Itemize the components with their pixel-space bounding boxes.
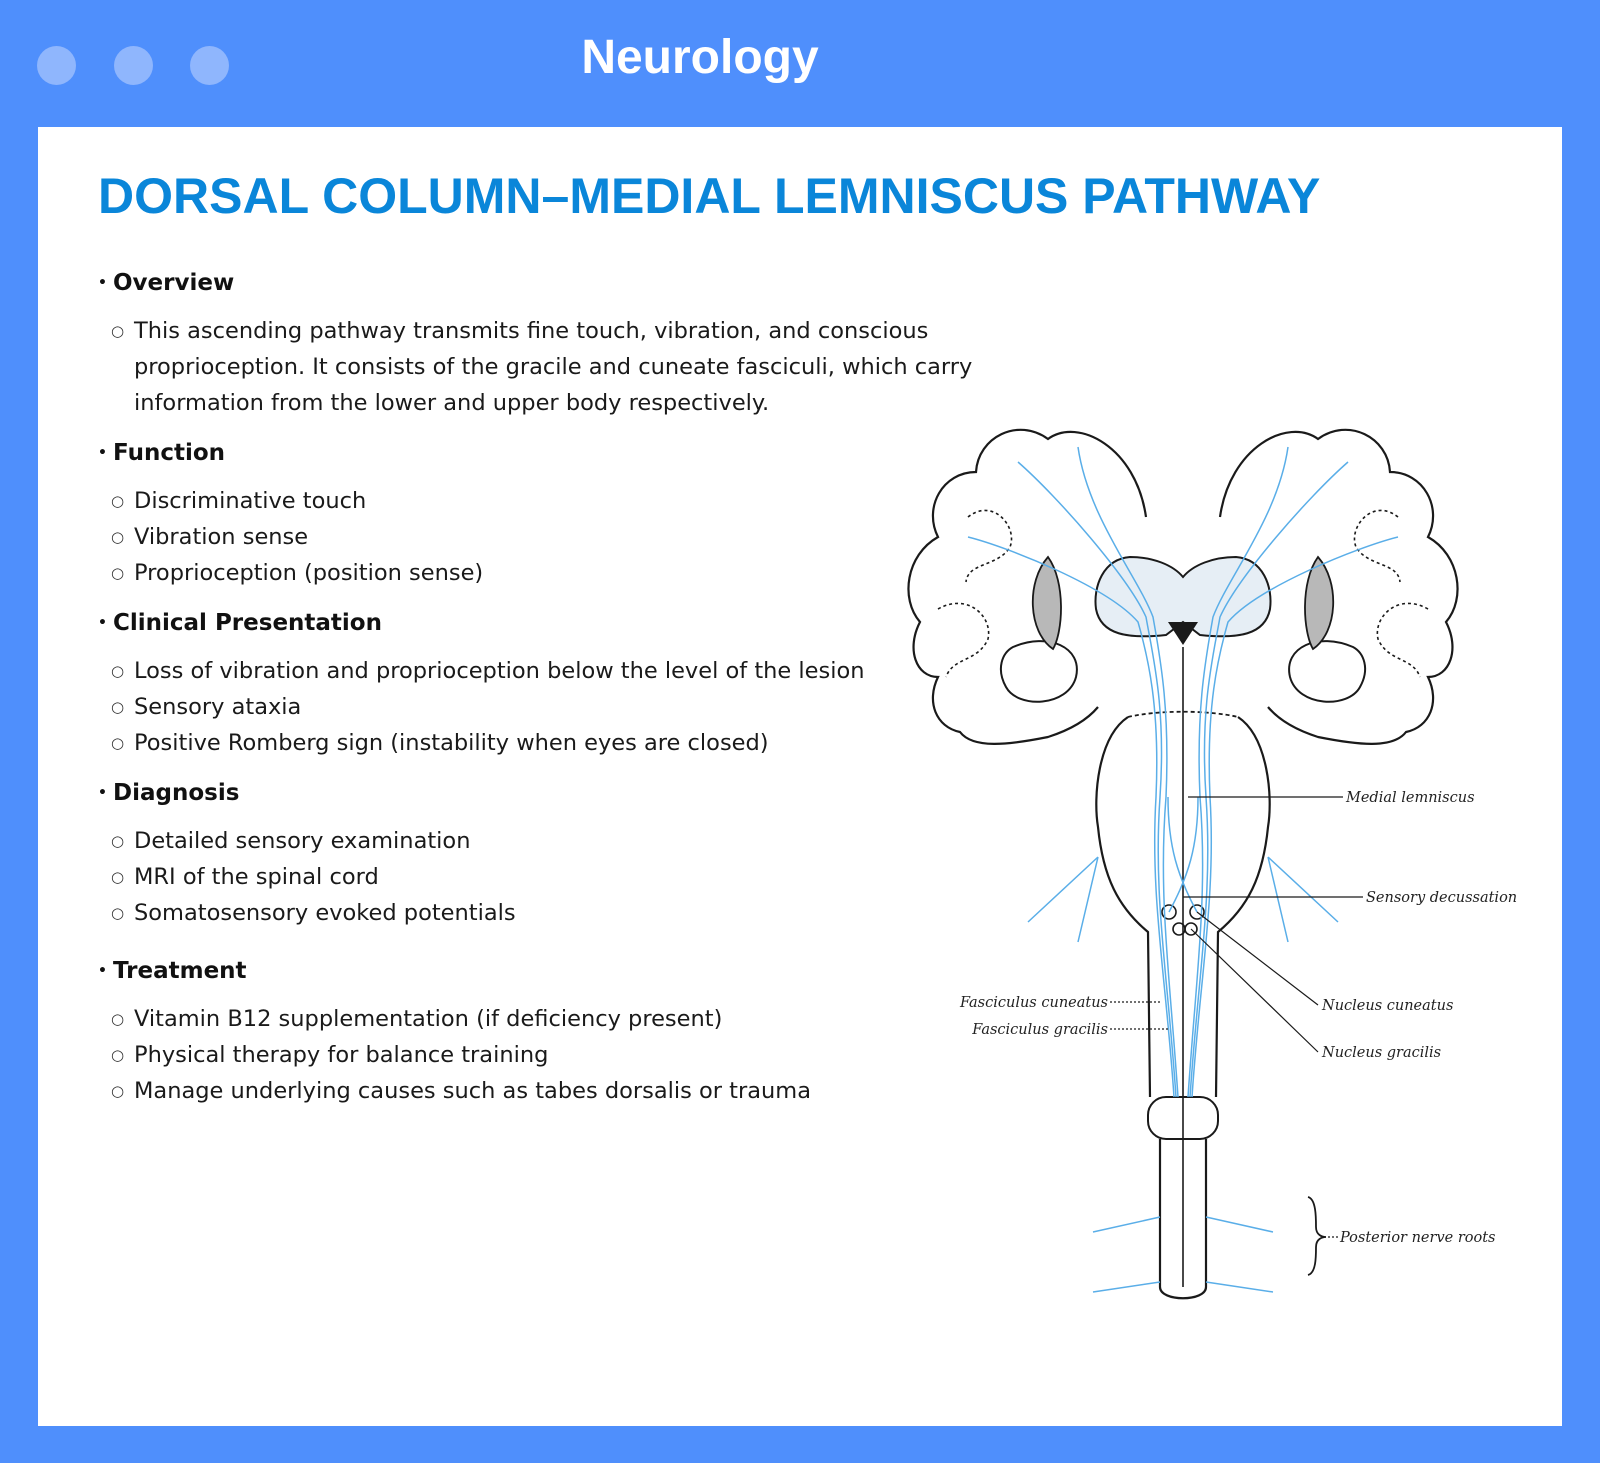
section-heading: • Clinical Presentation	[98, 607, 998, 639]
list-item: ○ Loss of vibration and proprioception be…	[98, 653, 998, 689]
window-dot-close[interactable]	[37, 46, 76, 85]
list-item: ○ Vitamin B12 supplementation (if deficie…	[98, 1001, 998, 1037]
list-item-text: MRI of the spinal cord	[134, 864, 379, 890]
list-item: ○ Detailed sensory examination	[98, 823, 998, 859]
content-panel: DORSAL COLUMN–MEDIAL LEMNISCUS PATHWAY •…	[38, 127, 1562, 1426]
list-item: ○ Proprioception (position sense)	[98, 555, 998, 591]
tract-fibers	[967, 446, 1399, 1293]
section-heading: • Treatment	[98, 955, 998, 987]
title-bar: Neurology	[0, 0, 1600, 127]
section-diagnosis: • Diagnosis ○ Detailed sensory examination…	[98, 777, 998, 931]
circle-bullet-icon: ○	[111, 492, 125, 510]
bullet-icon: •	[98, 785, 107, 801]
list-item: ○ MRI of the spinal cord	[98, 859, 998, 895]
section-heading-text: Overview	[113, 270, 235, 296]
list-item-text: This ascending pathway transmits fine to…	[134, 318, 973, 416]
label-leaders	[1110, 796, 1363, 1238]
section-function: • Function ○ Discriminative touch ○ Vibrati…	[98, 437, 998, 591]
list-item-text: Proprioception (position sense)	[134, 560, 484, 586]
page-title: DORSAL COLUMN–MEDIAL LEMNISCUS PATHWAY	[98, 168, 1321, 224]
list-item-text: Sensory ataxia	[134, 694, 302, 720]
list-item: ○ Sensory ataxia	[98, 689, 998, 725]
list-item-text: Somatosensory evoked potentials	[134, 900, 516, 926]
section-treatment: • Treatment ○ Vitamin B12 supplementation …	[98, 955, 998, 1109]
pathway-diagram-svg: Medial lemniscus Sensory decussation Fas…	[907, 428, 1517, 1300]
section-heading: • Overview	[98, 267, 998, 299]
diagram-labels: Medial lemniscus Sensory decussation Fas…	[959, 790, 1517, 1246]
circle-bullet-icon: ○	[111, 1082, 125, 1100]
circle-bullet-icon: ○	[111, 662, 125, 680]
label-fasciculus-cuneatus: Fasciculus cuneatus	[959, 995, 1108, 1011]
bullet-icon: •	[98, 963, 107, 979]
bullet-icon: •	[98, 445, 107, 461]
list-item-text: Discriminative touch	[134, 488, 367, 514]
label-sensory-decussation: Sensory decussation	[1366, 890, 1517, 906]
list-item-text: Vibration sense	[134, 524, 309, 550]
circle-bullet-icon: ○	[111, 322, 125, 340]
list-item: ○ Positive Romberg sign (instability when…	[98, 725, 998, 761]
section-heading-text: Function	[113, 440, 226, 466]
section-heading-text: Clinical Presentation	[113, 610, 382, 636]
circle-bullet-icon: ○	[111, 868, 125, 886]
label-nucleus-cuneatus: Nucleus cuneatus	[1321, 998, 1453, 1014]
brain-outline	[907, 428, 1459, 1300]
circle-bullet-icon: ○	[111, 1010, 125, 1028]
list-item: ○ This ascending pathway transmits fine t…	[98, 313, 998, 421]
window-dot-maximize[interactable]	[190, 46, 229, 85]
circle-bullet-icon: ○	[111, 564, 125, 582]
circle-bullet-icon: ○	[111, 734, 125, 752]
label-posterior-nerve-roots: Posterior nerve roots	[1339, 1230, 1495, 1246]
section-overview: • Overview ○ This ascending pathway transm…	[98, 267, 998, 421]
window-title: Neurology	[581, 31, 819, 84]
list-item: ○ Vibration sense	[98, 519, 998, 555]
section-heading-text: Diagnosis	[113, 780, 240, 806]
label-medial-lemniscus: Medial lemniscus	[1345, 790, 1475, 806]
section-clinical-presentation: • Clinical Presentation ○ Loss of vibratio…	[98, 607, 998, 761]
section-heading-text: Treatment	[113, 958, 247, 984]
circle-bullet-icon: ○	[111, 832, 125, 850]
circle-bullet-icon: ○	[111, 698, 125, 716]
bullet-icon: •	[98, 615, 107, 631]
section-heading: • Diagnosis	[98, 777, 998, 809]
list-item-text: Loss of vibration and proprioception bel…	[134, 658, 865, 684]
list-item: ○ Manage underlying causes such as tabes …	[98, 1073, 998, 1109]
list-item: ○ Physical therapy for balance training	[98, 1037, 998, 1073]
list-item-text: Manage underlying causes such as tabes d…	[134, 1078, 812, 1104]
list-item-text: Physical therapy for balance training	[134, 1042, 549, 1068]
label-nucleus-gracilis: Nucleus gracilis	[1321, 1045, 1441, 1061]
pathway-diagram: Medial lemniscus Sensory decussation Fas…	[898, 377, 1538, 1317]
list-item-text: Positive Romberg sign (instability when …	[134, 730, 769, 756]
label-fasciculus-gracilis: Fasciculus gracilis	[971, 1022, 1108, 1038]
circle-bullet-icon: ○	[111, 904, 125, 922]
list-item: ○ Discriminative touch	[98, 483, 998, 519]
list-item-text: Detailed sensory examination	[134, 828, 471, 854]
list-item-text: Vitamin B12 supplementation (if deficien…	[134, 1006, 723, 1032]
circle-bullet-icon: ○	[111, 528, 125, 546]
circle-bullet-icon: ○	[111, 1046, 125, 1064]
section-heading: • Function	[98, 437, 998, 469]
window-dot-minimize[interactable]	[114, 46, 153, 85]
list-item: ○ Somatosensory evoked potentials	[98, 895, 998, 931]
bullet-icon: •	[98, 275, 107, 291]
notes-list: • Overview ○ This ascending pathway transm…	[98, 267, 998, 1125]
